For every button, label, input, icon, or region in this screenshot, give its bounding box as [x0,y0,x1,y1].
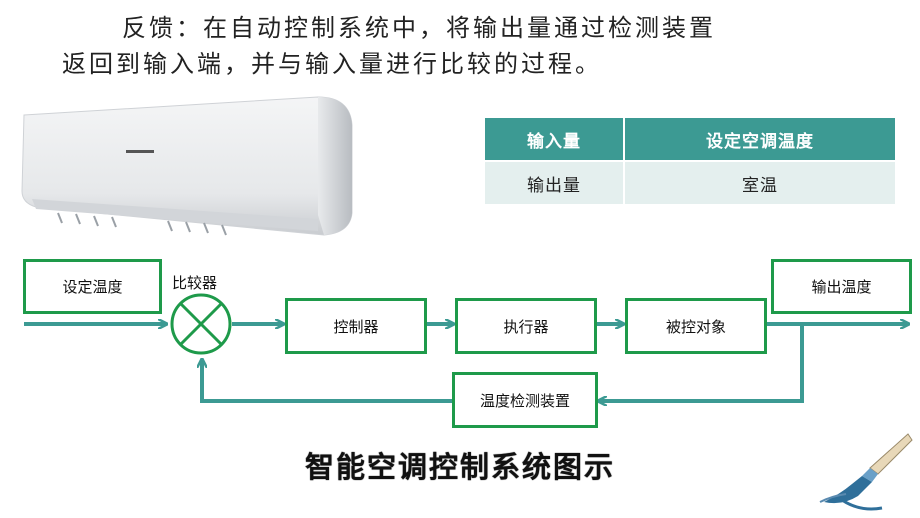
controller-box: 控制器 [285,298,427,354]
actuator-box: 执行器 [455,298,597,354]
io-table: 输入量 设定空调温度 输出量 室温 [485,118,895,204]
arrow-output-to-sensor [599,324,804,401]
temperature-sensor-box: 温度检测装置 [452,372,598,428]
comparator-symbol [170,293,232,355]
intro-line-1: 反馈：在自动控制系统中，将输出量通过检测装置 [122,14,716,42]
table-header-input-value: 设定空调温度 [624,118,895,161]
air-conditioner-image [21,96,353,236]
output-temperature-box: 输出温度 [771,259,912,314]
paintbrush-icon [819,433,913,511]
intro-text: 反馈：在自动控制系统中，将输出量通过检测装置 返回到输入端，并与输入量进行比较的… [62,10,892,82]
diagram-caption: 智能空调控制系统图示 [304,450,615,484]
plant-box: 被控对象 [625,298,767,354]
comparator-label: 比较器 [172,274,218,292]
input-temperature-box: 设定温度 [23,259,162,314]
table-cell-output-value: 室温 [624,160,895,204]
table-cell-output: 输出量 [485,160,626,204]
intro-line-2: 返回到输入端，并与输入量进行比较的过程。 [62,50,602,78]
arrow-sensor-to-comparator [202,360,452,403]
table-header-input: 输入量 [485,118,626,161]
